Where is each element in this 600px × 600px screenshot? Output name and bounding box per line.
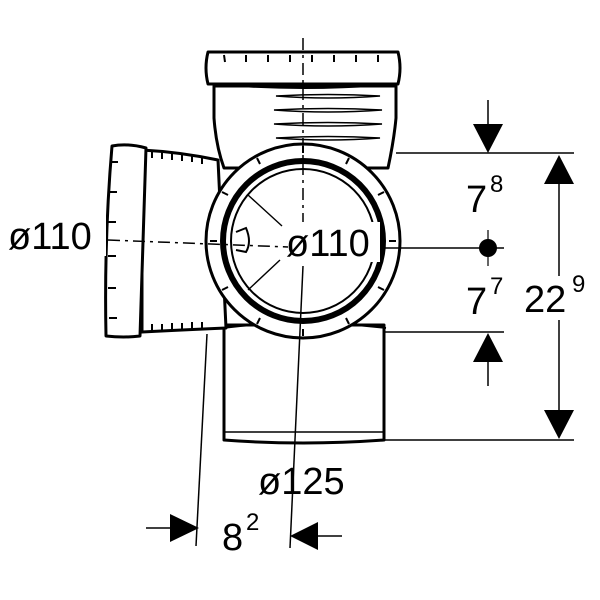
- bore-shade-lower: [247, 259, 281, 291]
- top-socket-lip: [213, 83, 397, 89]
- left-outlet-diameter-label: ø110: [8, 216, 92, 258]
- upper-body: [212, 84, 398, 170]
- body-ribs: [273, 93, 383, 141]
- front-outlet-diameter-label: ø110: [286, 223, 370, 265]
- front-socket-ticks: [210, 146, 396, 336]
- arrow-down-total: [544, 410, 574, 439]
- bottom-diameter-label: ø125: [258, 461, 345, 503]
- lower-height-label: 7 7: [466, 273, 503, 323]
- svg-text:7: 7: [466, 281, 487, 323]
- left-branch-ridges: [151, 150, 203, 331]
- arrow-down-upper: [473, 124, 503, 153]
- arrow-up-total: [544, 155, 574, 184]
- arrow-left-offset: [290, 522, 318, 550]
- left-socket-marks: [108, 161, 118, 319]
- centerlines: [107, 38, 304, 248]
- svg-text:2: 2: [246, 509, 259, 536]
- top-socket-marks: [223, 54, 379, 63]
- left-branch-pipe: [140, 148, 228, 334]
- svg-text:9: 9: [572, 271, 585, 298]
- offset-label: 8 2: [222, 509, 259, 559]
- offset-extension-left: [195, 333, 208, 547]
- svg-text:7: 7: [490, 273, 503, 300]
- arrow-right-offset: [170, 514, 199, 542]
- upper-height-label: 7 8: [466, 171, 503, 221]
- branch-centerline: [107, 239, 289, 248]
- dimension-arrows: [170, 124, 574, 550]
- svg-text:8: 8: [222, 517, 243, 559]
- branch-opening: [235, 226, 250, 254]
- bottom-spigot: [222, 323, 386, 445]
- front-socket-seal-ring: [220, 158, 386, 324]
- dimension-lines: [146, 100, 574, 549]
- arrow-up-lower: [473, 333, 503, 362]
- left-label-backing: [6, 216, 106, 256]
- total-height-label: 22 9: [522, 271, 598, 321]
- svg-text:8: 8: [490, 171, 503, 198]
- svg-text:22: 22: [524, 279, 566, 321]
- bore-shade-upper: [247, 194, 283, 227]
- svg-text:7: 7: [466, 179, 487, 221]
- front-label-backing: [288, 222, 380, 262]
- offset-extension-right: [289, 265, 304, 549]
